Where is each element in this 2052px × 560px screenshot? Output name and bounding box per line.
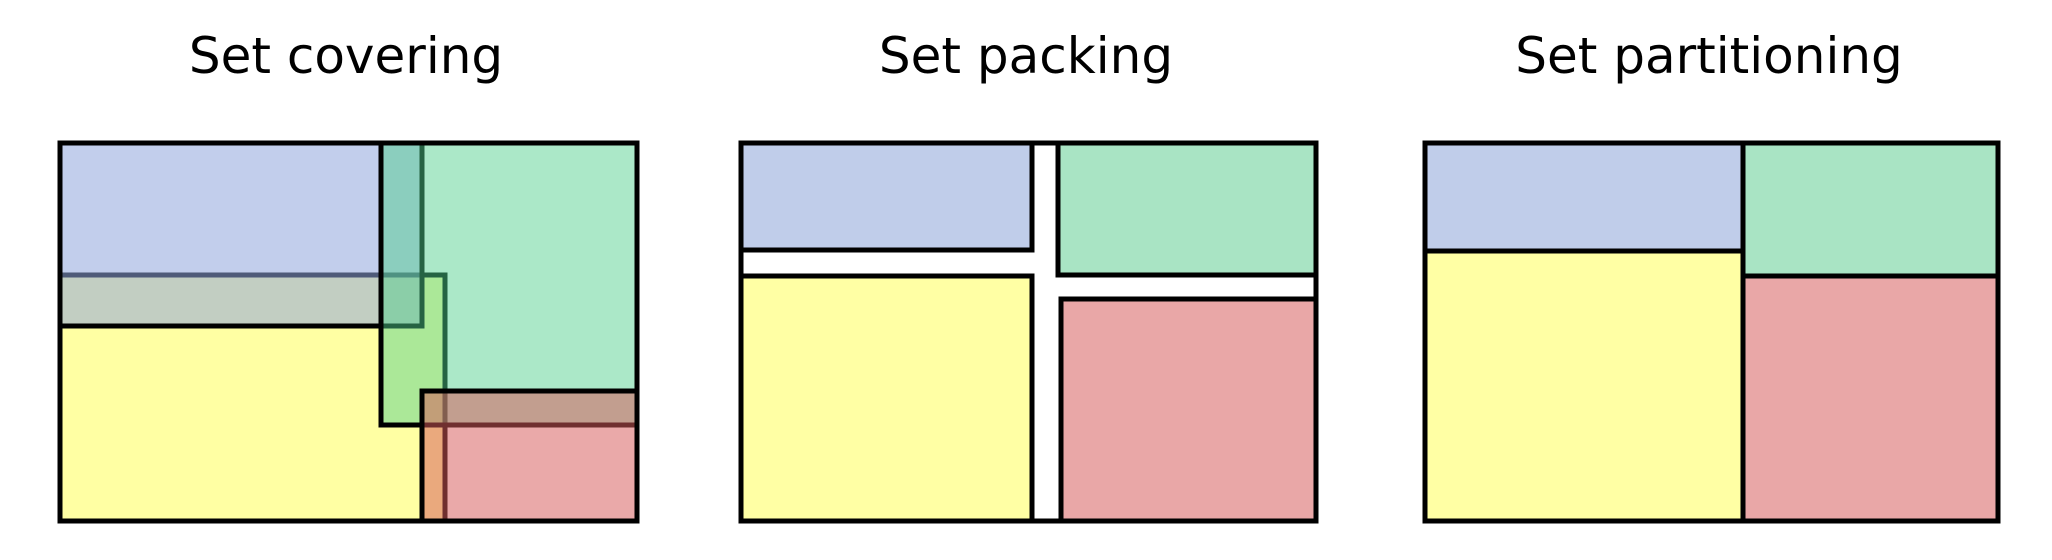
covering-panel xyxy=(57,140,640,524)
covering-set-green xyxy=(378,140,640,428)
partitioning-panel xyxy=(1422,140,2001,524)
set-covering-title: Set covering xyxy=(188,27,504,85)
set-packing-title: Set packing xyxy=(878,27,1174,85)
packing-set-red xyxy=(1058,296,1319,524)
covering-frame xyxy=(57,140,640,524)
partitioning-frame xyxy=(1422,140,2001,524)
set-partitioning-title: Set partitioning xyxy=(1515,27,1903,85)
partitioning-set-yellow xyxy=(1422,248,1746,524)
packing-frame-outline xyxy=(738,140,1319,524)
packing-set-blue xyxy=(738,140,1035,253)
covering-set-red xyxy=(419,388,640,524)
covering-set-blue xyxy=(57,140,425,329)
partitioning-set-blue xyxy=(1422,140,1746,254)
packing-set-green xyxy=(1055,140,1319,278)
packing-set-yellow xyxy=(738,273,1035,524)
packing-panel xyxy=(738,140,1319,524)
partitioning-set-red xyxy=(1740,273,2001,524)
partitioning-set-green xyxy=(1740,140,2001,279)
